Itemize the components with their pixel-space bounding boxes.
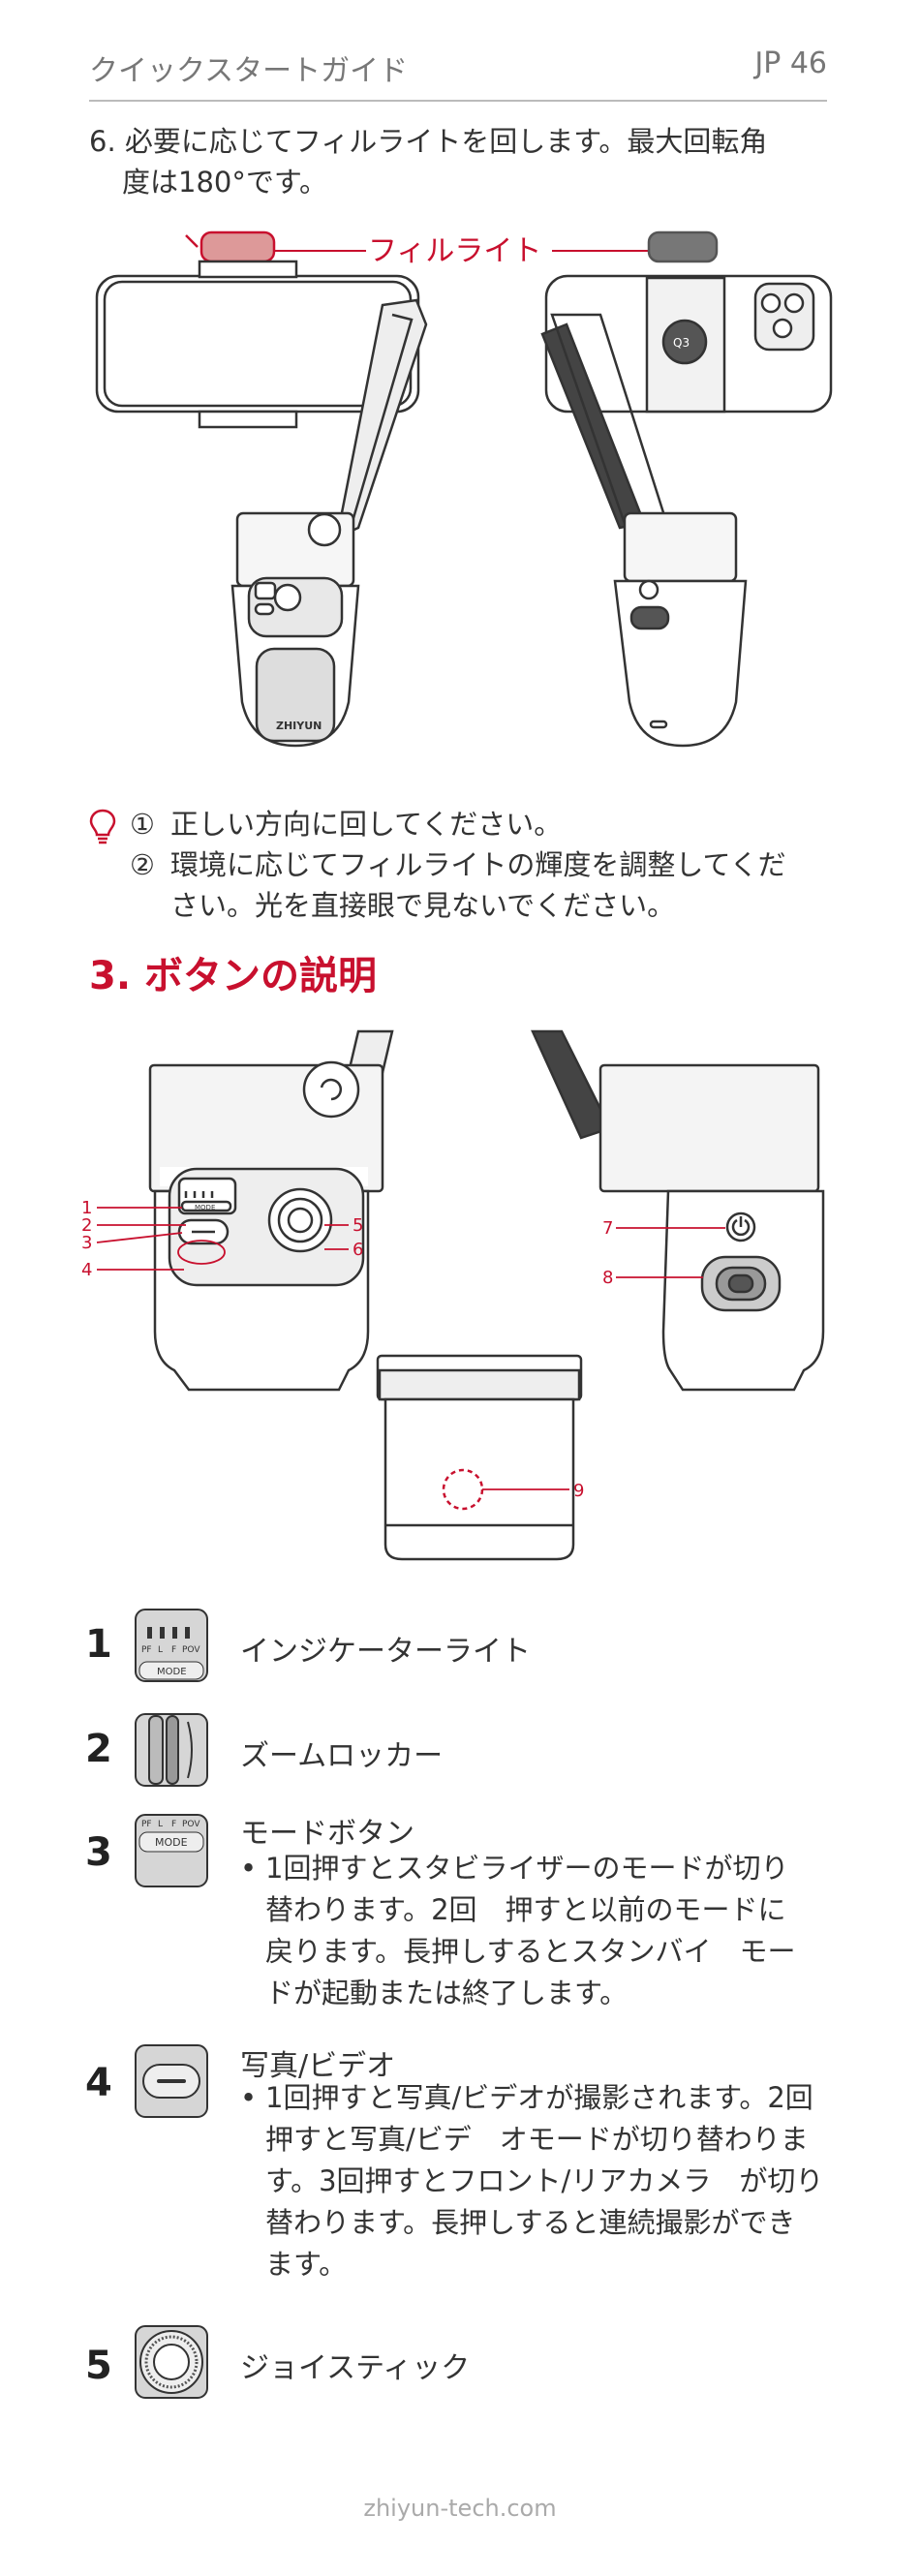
header-guide-title: クイックスタートガイド [89,54,409,88]
handle-front-closeup: MODE [148,1029,394,1392]
item-5-title: ジョイスティック [240,2351,471,2385]
thumb-label-l: L [158,1820,163,1829]
item-4-number: 4 [85,2061,112,2105]
desc-line: ドが起動または終了します。 [265,1977,629,2009]
shutter-button-icon [135,2044,208,2118]
item-5-number: 5 [85,2344,112,2388]
desc-line: 1回押すと写真/ビデオが撮影されます。2回 [265,2081,813,2114]
section-title: 3. ボタンの説明 [89,954,377,998]
item-3-title: モードボタン [240,1817,414,1851]
callout-lines-left [96,1207,349,1271]
thumb-label-pov: POV [182,1645,200,1655]
step-6-text: 6. 必要に応じてフィルライトを回します。最大回転角 度は180°です。 [89,121,835,202]
item-4-title: 写真/ビデオ [240,2049,396,2083]
tip-item: ① 正しい方向に回してください。 [130,804,885,844]
item-3-description: • 1回押すとスタビライザーのモードが切り 替わります。2回 押すと以前のモード… [240,1848,841,2014]
tip-line: 正しい方向に回してください。 [170,808,563,841]
item-2-number: 2 [85,1727,112,1771]
desc-line: 1回押すとスタビライザーのモードが切り [265,1852,789,1885]
thumb-mode-text: MODE [155,1836,188,1849]
tip-line: 環境に応じてフィルライトの輝度を調整してくだ [170,848,786,881]
handle-back-closeup [531,1029,825,1392]
tip-item: ② 環境に応じてフィルライトの輝度を調整してくだ さい。光を直接眼で見ないでくだ… [130,844,885,926]
tip-number: ① [130,808,155,841]
label-4: 4 [81,1260,92,1280]
thumb-label-f: F [171,1645,176,1655]
desc-line: す。3回押すとフロント/リアカメラ が切り [265,2164,824,2197]
label-7: 7 [602,1218,613,1239]
desc-line: ます。 [265,2248,348,2281]
label-3: 3 [81,1233,92,1253]
callout-labels: 1 2 3 4 5 6 7 8 9 [81,1198,613,1501]
footer-website: zhiyun-tech.com [363,2495,557,2522]
thumb-label-pf: PF [141,1820,152,1829]
label-2: 2 [81,1215,92,1236]
step-6-line2: 度は180°です。 [122,166,327,199]
item-3-number: 3 [85,1830,112,1875]
indicator-light-icon: PF L F POV MODE [135,1609,208,1682]
fill-light-callout: フィルライト [271,234,649,268]
label-8: 8 [602,1268,613,1288]
tip-line: さい。光を直接眼で見ないでください。 [170,889,676,922]
desc-line: 替わります。2回 押すと以前のモードに [265,1893,786,1926]
tips-list: ① 正しい方向に回してください。 ② 環境に応じてフィルライトの輝度を調整してく… [130,804,885,926]
zoom-rocker-icon [135,1713,208,1787]
thumb-label-f: F [171,1820,176,1829]
item-2-title: ズームロッカー [240,1739,444,1773]
thumb-label-pov: POV [182,1820,200,1829]
item-1-title: インジケーターライト [240,1635,531,1669]
phone-clamp-closeup [376,1354,583,1561]
thumb-label-l: L [158,1645,163,1655]
model-badge: Q3 [673,336,690,350]
callout-lines-right [616,1227,725,1278]
label-9: 9 [573,1481,584,1501]
header-divider [89,100,827,102]
desc-line: 押すと写真/ビデ オモードが切り替わりま [265,2123,809,2156]
joystick-icon [135,2325,208,2399]
brand-logo: ZHIYUN [276,720,322,732]
item-1-number: 1 [85,1622,112,1667]
button-layout-figure: MODE 1 2 3 4 5 6 7 8 9 [81,1029,825,1561]
tip-number: ② [130,848,155,881]
gimbal-back-view: Q3 [540,230,833,748]
thumb-label-pf: PF [141,1645,152,1655]
fill-light-label: フィルライト [368,234,541,268]
thumb-mode-text: MODE [157,1667,187,1677]
panel-mode-text: MODE [195,1204,215,1211]
gimbal-fill-light-figure: フィルライト ZHIYUN Q3 [95,230,833,748]
gimbal-front-view: ZHIYUN [95,230,428,748]
tip-lightbulb-icon [89,809,116,844]
label-6: 6 [353,1240,363,1260]
page-number: JP 46 [754,46,827,80]
label-5: 5 [353,1215,363,1236]
item-4-description: • 1回押すと写真/ビデオが撮影されます。2回 押すと写真/ビデ オモードが切り… [240,2077,841,2285]
mode-button-icon: PF L F POV MODE [135,1814,208,1887]
step-6-line1: 6. 必要に応じてフィルライトを回します。最大回転角 [89,125,768,158]
desc-line: 替わります。長押しすると連続撮影ができ [265,2206,796,2239]
label-1: 1 [81,1198,92,1218]
desc-line: 戻ります。長押しするとスタンバイ モー [265,1935,796,1968]
